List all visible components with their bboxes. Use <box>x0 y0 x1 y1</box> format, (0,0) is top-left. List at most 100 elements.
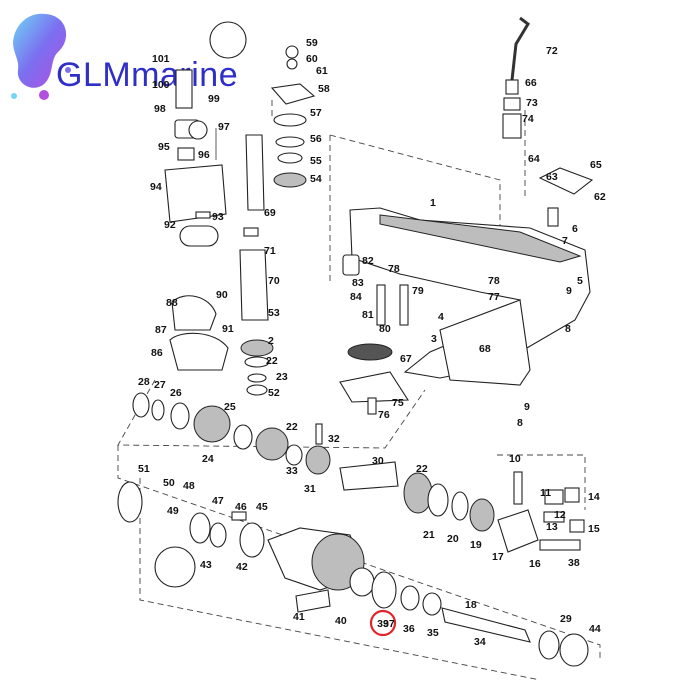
callout-100: 100 <box>152 79 170 91</box>
callout-11: 11 <box>540 487 551 499</box>
callout-78: 78 <box>388 263 400 275</box>
callout-87: 87 <box>155 324 167 336</box>
callout-88: 88 <box>166 297 178 309</box>
callout-79: 79 <box>412 285 424 297</box>
callout-51: 51 <box>138 463 150 475</box>
callout-17: 17 <box>492 551 504 563</box>
callout-63: 63 <box>546 171 558 183</box>
callout-41: 41 <box>293 611 305 623</box>
callout-86: 86 <box>151 347 163 359</box>
callout-15: 15 <box>588 523 600 535</box>
callout-20: 20 <box>447 533 459 545</box>
callout-90: 90 <box>216 289 228 301</box>
callout-1: 1 <box>430 197 436 209</box>
callout-23: 23 <box>276 371 288 383</box>
callout-53: 53 <box>268 307 280 319</box>
callout-4: 4 <box>438 311 444 323</box>
callout-80: 80 <box>379 323 391 335</box>
callout-59: 59 <box>306 37 318 49</box>
callout-33: 33 <box>286 465 298 477</box>
callout-83: 83 <box>352 277 364 289</box>
callout-64: 64 <box>528 153 540 165</box>
callout-38: 38 <box>568 557 580 569</box>
callout-45: 45 <box>256 501 268 513</box>
callout-8: 8 <box>565 323 571 335</box>
callout-31: 31 <box>304 483 316 495</box>
callout-71: 71 <box>264 245 276 257</box>
callout-73: 73 <box>526 97 538 109</box>
callout-40: 40 <box>335 615 347 627</box>
callout-9: 9 <box>524 401 530 413</box>
callout-68: 68 <box>479 343 491 355</box>
callout-82: 82 <box>362 255 374 267</box>
callout-72: 72 <box>546 45 558 57</box>
callout-56: 56 <box>310 133 322 145</box>
callout-99: 99 <box>208 93 220 105</box>
callout-12: 12 <box>554 509 566 521</box>
callout-number-labels: 1011009998979596949392596061585756555469… <box>138 37 606 648</box>
callout-98: 98 <box>154 103 166 115</box>
callout-44: 44 <box>589 623 601 635</box>
callout-61: 61 <box>316 65 328 77</box>
callout-13: 13 <box>546 521 558 533</box>
callout-69: 69 <box>264 207 276 219</box>
callout-29: 29 <box>560 613 572 625</box>
callout-22: 22 <box>416 463 428 475</box>
callout-42: 42 <box>236 561 248 573</box>
callout-78: 78 <box>488 275 500 287</box>
callout-25: 25 <box>224 401 236 413</box>
callout-58: 58 <box>318 83 330 95</box>
callout-84: 84 <box>350 291 362 303</box>
callout-26: 26 <box>170 387 182 399</box>
callout-93: 93 <box>212 211 224 223</box>
callout-55: 55 <box>310 155 322 167</box>
callout-21: 21 <box>423 529 435 541</box>
callout-70: 70 <box>268 275 280 287</box>
callout-19: 19 <box>470 539 482 551</box>
callout-60: 60 <box>306 53 318 65</box>
callout-94: 94 <box>150 181 162 193</box>
callout-6: 6 <box>572 223 578 235</box>
callout-27: 27 <box>154 379 166 391</box>
callout-57: 57 <box>310 107 322 119</box>
callout-5: 5 <box>577 275 583 287</box>
callout-54: 54 <box>310 173 322 185</box>
callout-3: 3 <box>431 333 437 345</box>
callout-97: 97 <box>218 121 230 133</box>
callout-65: 65 <box>590 159 602 171</box>
callout-10: 10 <box>509 453 521 465</box>
brand-logo-icon <box>11 13 71 100</box>
callout-8: 8 <box>517 417 523 429</box>
callout-66: 66 <box>525 77 537 89</box>
callout-36: 36 <box>403 623 415 635</box>
callout-7: 7 <box>562 235 568 247</box>
callout-35: 35 <box>427 627 439 639</box>
callout-37: 37 <box>383 618 395 630</box>
callout-18: 18 <box>465 599 477 611</box>
callout-74: 74 <box>522 113 534 125</box>
callout-77: 77 <box>488 291 500 303</box>
callout-2: 2 <box>268 335 274 347</box>
callout-22: 22 <box>286 421 298 433</box>
callout-16: 16 <box>529 558 541 570</box>
callout-48: 48 <box>183 480 195 492</box>
callout-43: 43 <box>200 559 212 571</box>
callout-9: 9 <box>566 285 572 297</box>
callout-32: 32 <box>328 433 340 445</box>
callout-62: 62 <box>594 191 606 203</box>
callout-46: 46 <box>235 501 247 513</box>
callout-95: 95 <box>158 141 170 153</box>
callout-67: 67 <box>400 353 412 365</box>
callout-52: 52 <box>268 387 280 399</box>
callout-28: 28 <box>138 376 150 388</box>
callout-47: 47 <box>212 495 224 507</box>
callout-30: 30 <box>372 455 384 467</box>
callout-14: 14 <box>588 491 600 503</box>
callout-22: 22 <box>266 355 278 367</box>
callout-75: 75 <box>392 397 404 409</box>
callout-39: 39 <box>377 618 389 630</box>
callout-50: 50 <box>163 477 175 489</box>
callout-34: 34 <box>474 636 486 648</box>
